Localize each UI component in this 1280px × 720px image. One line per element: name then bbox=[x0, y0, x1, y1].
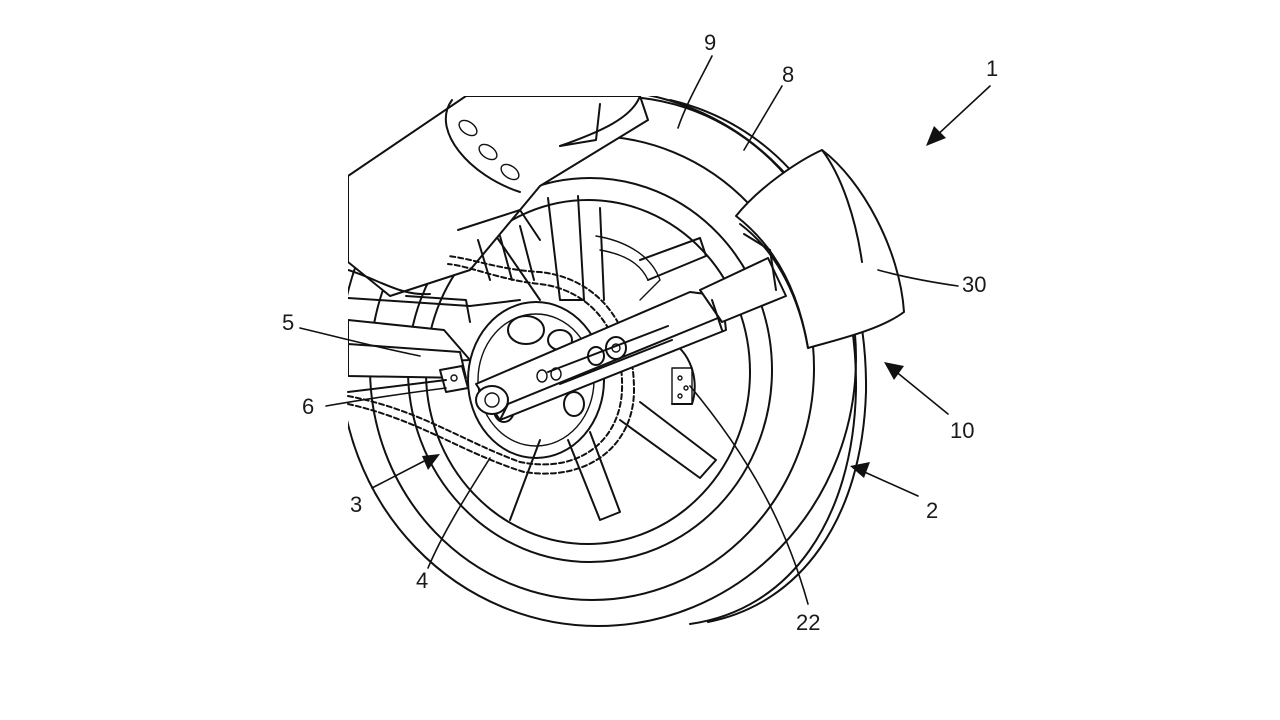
tire-tread-line bbox=[669, 99, 868, 623]
label-22: 22 bbox=[796, 610, 820, 635]
leader-lines bbox=[299, 55, 991, 605]
tire-tread-side bbox=[641, 97, 858, 625]
label-8: 8 bbox=[782, 62, 794, 87]
reference-numerals: 1 9 8 30 10 2 5 6 3 4 22 bbox=[282, 30, 998, 635]
label-1: 1 bbox=[986, 56, 998, 81]
mudguard bbox=[735, 149, 905, 349]
fender-strut bbox=[475, 257, 787, 421]
label-4: 4 bbox=[416, 568, 428, 593]
label-30: 30 bbox=[962, 272, 986, 297]
label-10: 10 bbox=[950, 418, 974, 443]
label-3: 3 bbox=[350, 492, 362, 517]
drive-chain bbox=[347, 263, 624, 466]
label-5: 5 bbox=[282, 310, 294, 335]
exhaust-and-frame bbox=[348, 96, 649, 323]
label-2: 2 bbox=[926, 498, 938, 523]
label-6: 6 bbox=[302, 394, 314, 419]
chain-guard bbox=[347, 365, 469, 393]
label-9: 9 bbox=[704, 30, 716, 55]
sprocket bbox=[467, 301, 605, 459]
